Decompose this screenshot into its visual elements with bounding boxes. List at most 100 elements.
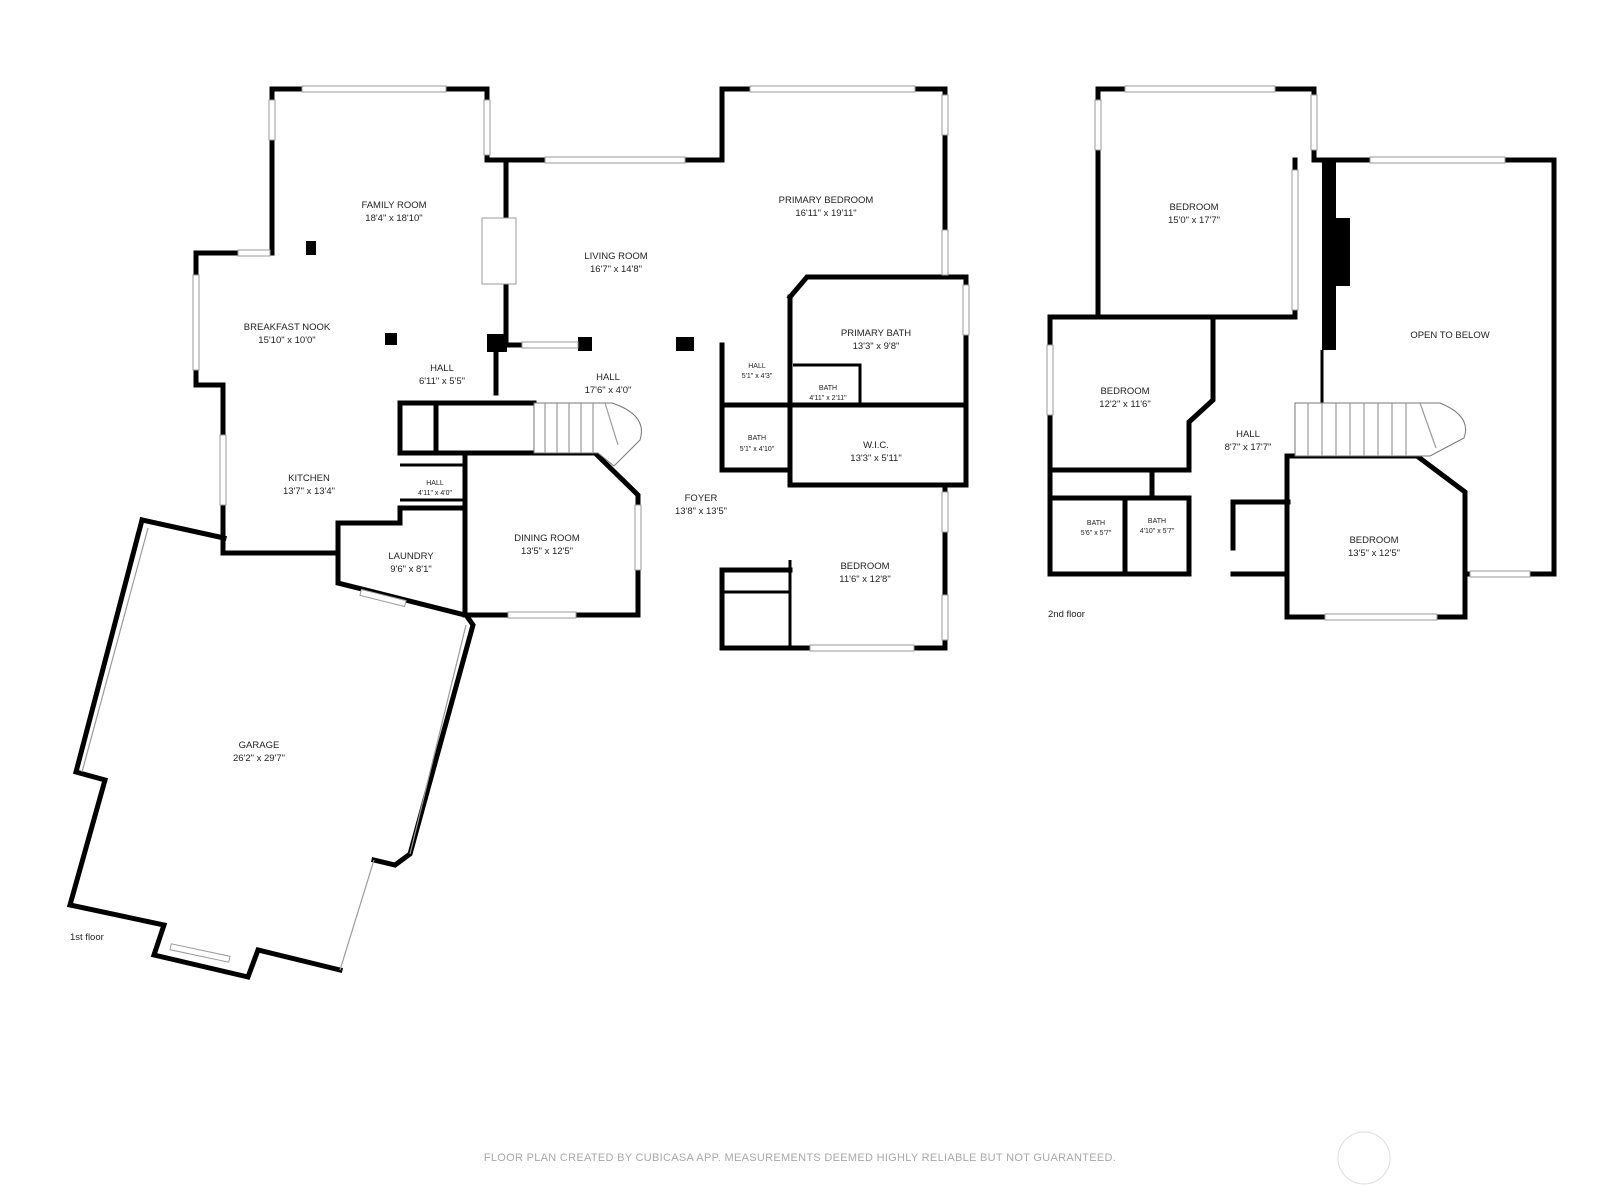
svg-text:5'6" x 5'7": 5'6" x 5'7" [1081,530,1112,537]
svg-text:5'1" x 4'10": 5'1" x 4'10" [740,446,775,453]
wall-hall-2 [1230,453,1468,620]
room-bedroom-2c: BEDROOM 13'5" x 12'5" [1348,535,1400,559]
wall-closet [722,560,792,648]
room-hall-tiny: HALL 5'1" x 4'3" [742,363,773,380]
svg-text:11'6" x 12'8": 11'6" x 12'8" [839,574,890,585]
svg-text:KITCHEN: KITCHEN [288,473,330,484]
floor-label-first: 1st floor [70,932,104,943]
svg-text:16'11" x 19'11": 16'11" x 19'11" [795,208,856,219]
svg-text:17'6" x 4'0": 17'6" x 4'0" [585,385,632,396]
room-hall-small-1: HALL 6'11" x 5'5" [419,363,465,387]
wall-bedroom-1 [719,482,948,651]
pillar-2 [385,333,397,345]
svg-text:BEDROOM: BEDROOM [1100,386,1149,397]
svg-text:13'3" x 5'11": 13'3" x 5'11" [850,453,901,464]
svg-text:4'11" x 4'0": 4'11" x 4'0" [418,490,452,497]
window-nook-side [192,274,200,371]
svg-text:18'4" x 18'10": 18'4" x 18'10" [365,213,422,224]
svg-text:4'11" x 2'11": 4'11" x 2'11" [809,395,847,402]
window-bath [962,284,970,336]
window-bedroom-right-2 [941,594,949,641]
wall-stair-block [397,400,537,456]
window-family-right [483,99,491,156]
svg-text:HALL: HALL [426,480,444,487]
first-floor-windows [169,85,970,963]
room-family-room: FAMILY ROOM 18'4" x 18'10" [361,200,426,224]
pillar-3 [487,334,507,352]
svg-text:BEDROOM: BEDROOM [1349,535,1398,546]
room-bath-hall: BATH 5'1" x 4'10" [740,435,775,453]
svg-text:13'7" x 13'4": 13'7" x 13'4" [283,486,335,497]
room-garage: GARAGE 26'2" x 29'7" [233,740,285,764]
window-primary-top [749,85,916,93]
window-2a-left [1094,99,1102,151]
room-living-room: LIVING ROOM 16'7" x 14'8" [584,251,647,275]
pillar-4 [578,337,592,351]
svg-text:FAMILY ROOM: FAMILY ROOM [361,200,426,211]
window-primary-right-top [941,94,949,136]
second-floor-walls [1047,86,1557,620]
room-bedroom-1: BEDROOM 11'6" x 12'8" [839,561,890,585]
garage-doors [81,527,467,971]
wall-hall-laundry [400,463,465,502]
svg-text:5'1" x 4'3": 5'1" x 4'3" [742,373,773,380]
room-hall-2: HALL 8'7" x 17'7" [1225,429,1272,453]
wall-primary-bath [786,274,969,488]
svg-text:DINING ROOM: DINING ROOM [514,533,580,544]
window-kitchen [219,434,227,506]
stair-1 [533,402,642,467]
svg-text:12'2" x 11'6": 12'2" x 11'6" [1099,399,1150,410]
room-wic: W.I.C. 13'3" x 5'11" [850,440,901,464]
svg-text:PRIMARY BATH: PRIMARY BATH [841,328,911,339]
pillar-5 [676,337,694,351]
window-bedroom-right-1 [941,491,949,533]
svg-text:HALL: HALL [748,363,766,370]
svg-text:BREAKFAST NOOK: BREAKFAST NOOK [244,322,331,333]
svg-text:16'7" x 14'8": 16'7" x 14'8" [590,264,642,275]
svg-text:FOYER: FOYER [685,493,718,504]
window-fireplace [481,217,517,285]
window-2a-right2 [1310,94,1318,151]
wall-bedroom-2a [1095,86,1557,577]
window-nook-left [237,249,271,257]
svg-text:15'0" x 17'7": 15'0" x 17'7" [1168,215,1220,226]
wall-laundry [335,505,468,619]
window-primary-right [941,229,949,276]
room-labels: FAMILY ROOM 18'4" x 18'10" BREAKFAST NOO… [233,195,1490,764]
room-open-to-below: OPEN TO BELOW [1410,330,1489,341]
svg-text:HALL: HALL [430,363,454,374]
wall-bath-tiny [793,363,862,403]
window-family-top [301,85,447,93]
window-2b-left [1046,344,1054,416]
window-living-top [544,156,686,164]
room-foyer: FOYER 13'8" x 13'5" [675,493,727,517]
svg-text:BATH: BATH [1087,520,1105,527]
svg-text:15'10" x 10'0": 15'10" x 10'0" [258,335,315,346]
wall-nook-west [193,250,341,556]
svg-text:BEDROOM: BEDROOM [840,561,889,572]
room-bedroom-2b: BEDROOM 12'2" x 11'6" [1099,386,1150,410]
svg-text:6'11" x 5'5": 6'11" x 5'5" [419,376,465,387]
solid-open-edge [1322,160,1336,350]
window-living-bottom [521,341,579,349]
window-bedroom-bottom [809,644,915,652]
room-bedroom-2a: BEDROOM 15'0" x 17'7" [1168,202,1220,226]
window-2a-right [1291,169,1299,311]
wall-bath-2 [1047,467,1192,577]
window-2c-bottom [1324,613,1438,621]
footer-disclaimer: FLOOR PLAN CREATED BY CUBICASA APP. MEAS… [484,1152,1116,1164]
svg-text:HALL: HALL [1236,429,1260,440]
svg-text:8'7" x 17'7": 8'7" x 17'7" [1225,442,1272,453]
svg-text:BATH: BATH [748,435,766,442]
garage-door-main [409,624,467,855]
svg-text:OPEN TO BELOW: OPEN TO BELOW [1410,330,1489,341]
window-garage-door [169,943,231,963]
window-dining-bottom [507,611,577,619]
window-family-left [268,99,276,141]
second-floor-stairs [1294,402,1466,457]
pillar-1 [306,241,316,255]
first-floor-stairs [533,402,642,467]
wall-bedroom-2a-right [1210,157,1298,320]
wall-primary-bedroom [719,86,948,280]
